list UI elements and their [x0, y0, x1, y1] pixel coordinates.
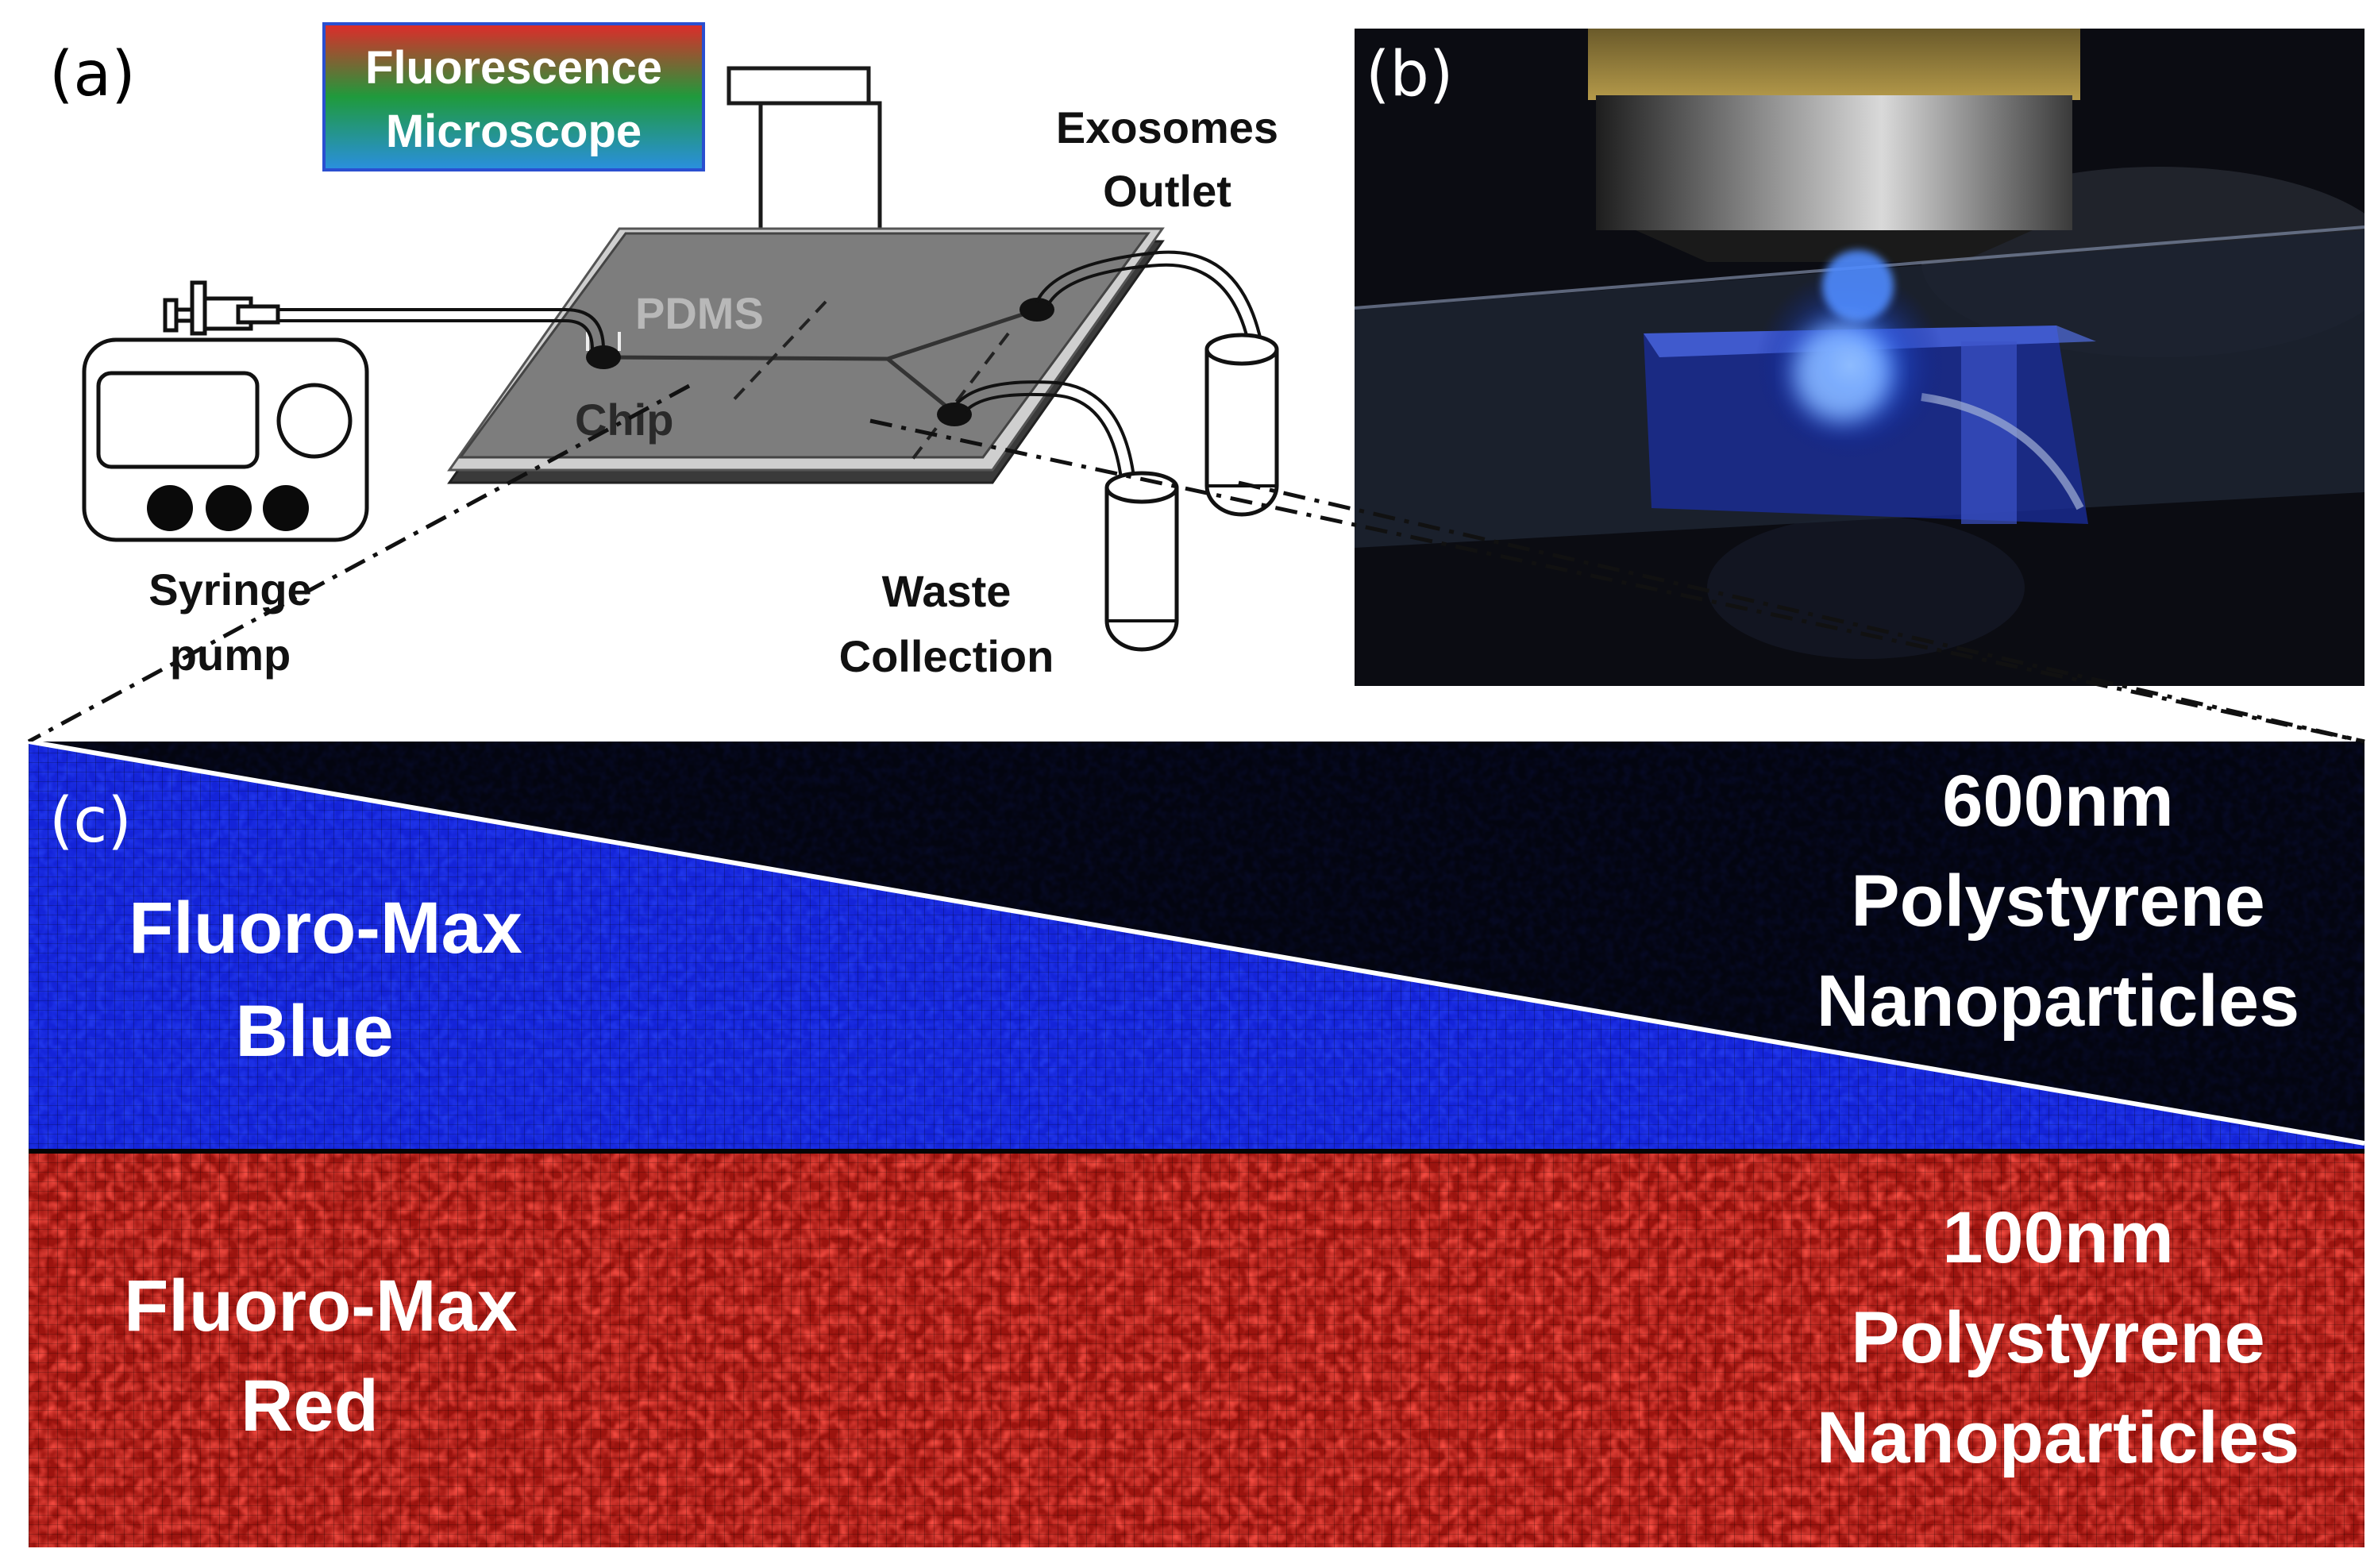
blue-desc-line1: Polystyrene [1851, 861, 2265, 942]
microscope-label-line1: Fluorescence [365, 42, 662, 94]
panel-b-photo: (b) [1355, 29, 2365, 686]
red-desc-line1: Polystyrene [1851, 1297, 2265, 1378]
blue-size-label: 600nm [1942, 761, 2174, 842]
exosomes-label-line1: Exosomes [1056, 102, 1278, 152]
panel-a-schematic: (a) Fluorescence Microscope [49, 22, 1279, 681]
exosomes-label-line2: Outlet [1103, 166, 1231, 216]
syringe-label-line1: Syringe [148, 564, 311, 614]
chip: PDMS Chip [447, 227, 1165, 484]
tubing [278, 250, 1266, 493]
panel-a-letter: (a) [49, 39, 136, 110]
waste-label-line1: Waste [882, 566, 1012, 616]
waste-label-line2: Collection [839, 631, 1054, 681]
blue-label-line1: Fluoro-Max [129, 888, 522, 969]
red-size-label: 100nm [1942, 1197, 2174, 1278]
microscope-label-line2: Microscope [386, 106, 642, 157]
panel-b-letter: (b) [1366, 39, 1453, 110]
panel-c-fluorescence: (c) Fluoro-Max Blue 600nm Polystyrene Na… [29, 742, 2365, 1547]
panel-c-letter: (c) [49, 785, 132, 857]
exosome-tube [1204, 333, 1279, 517]
zoom-line-b [1238, 480, 2365, 744]
blue-desc-line2: Nanoparticles [1817, 961, 2299, 1042]
red-label-line1: Fluoro-Max [124, 1266, 518, 1346]
syringe-pump: Syringe pump [82, 337, 369, 680]
waste-tube [1104, 471, 1179, 652]
syringe [163, 280, 280, 336]
red-label-line2: Red [241, 1366, 379, 1447]
zoom-lines [27, 383, 2365, 744]
red-desc-line2: Nanoparticles [1817, 1397, 2299, 1478]
pdms-label: PDMS [635, 288, 764, 338]
microscope-label-box: Fluorescence Microscope [322, 22, 705, 171]
blue-label-line2: Blue [235, 991, 393, 1072]
